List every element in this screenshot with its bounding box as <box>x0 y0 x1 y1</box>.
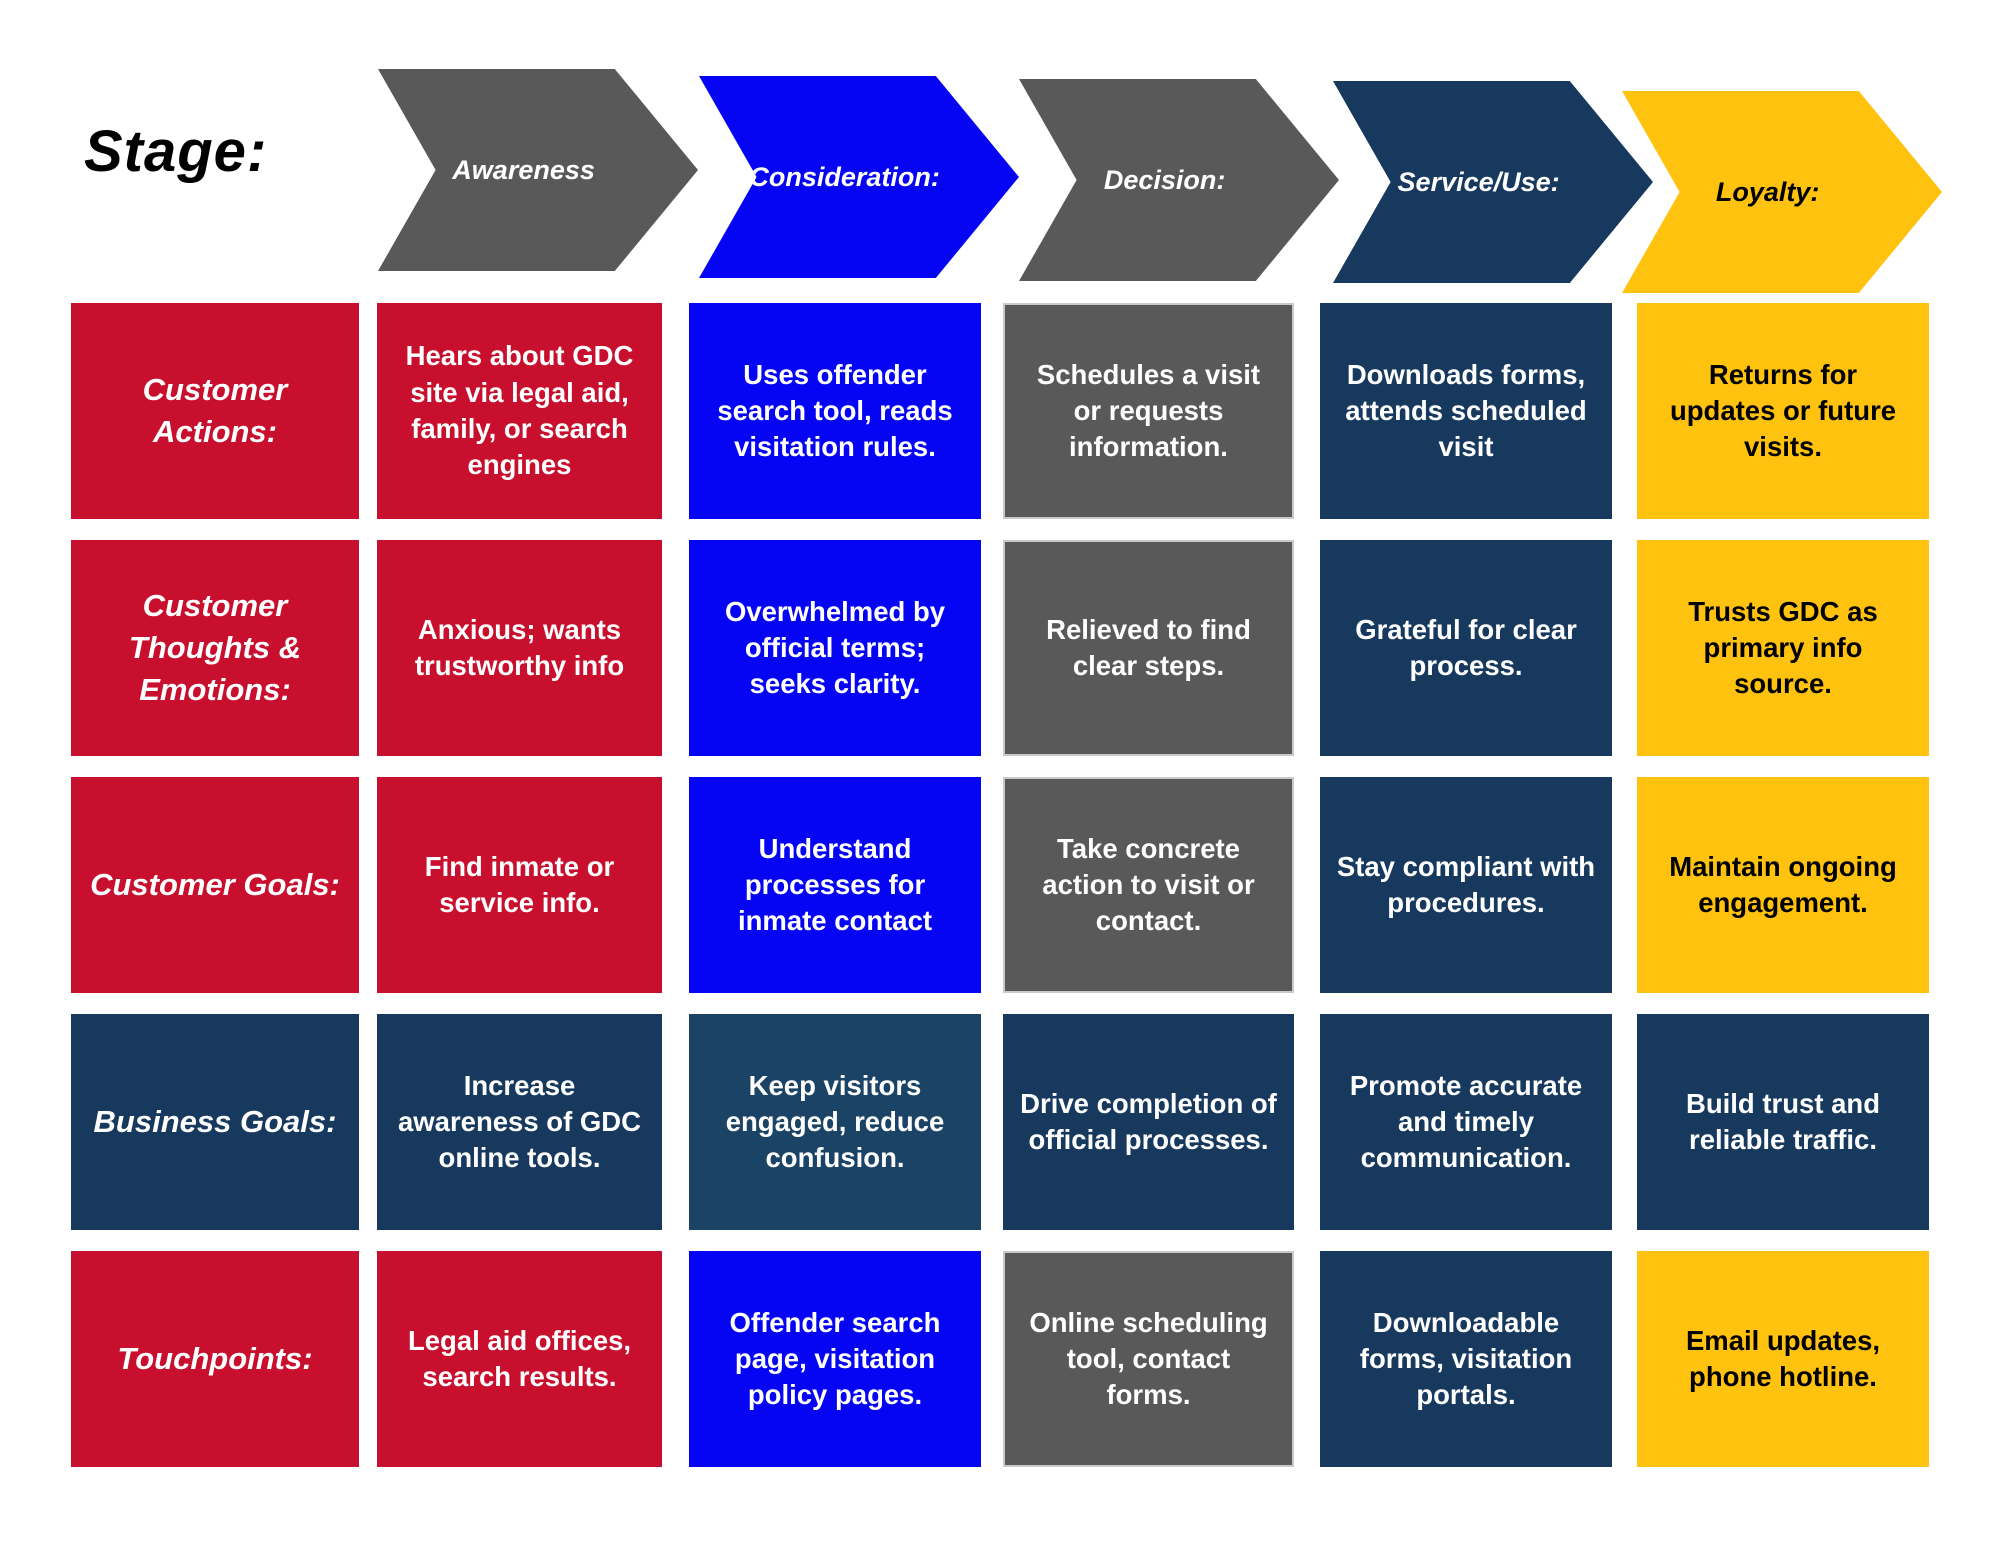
stage-arrow-service-use: Service/Use: <box>1333 81 1653 283</box>
cell-business-goals-awareness: Increase awareness of GDC online tools. <box>377 1014 662 1230</box>
stage-heading: Stage: <box>84 119 268 184</box>
cell-text: Downloads forms, attends scheduled visit <box>1345 358 1587 463</box>
stage-arrow-label: Decision: <box>1103 164 1226 195</box>
cell-text: Maintain ongoing engagement. <box>1669 850 1897 918</box>
cell-customer-goals-awareness: Find inmate or service info. <box>377 777 662 993</box>
cell-business-goals-consideration: Keep visitors engaged, reduce confusion. <box>689 1014 981 1230</box>
cell-text: Uses offender search tool, reads visitat… <box>717 358 953 463</box>
cell-text: Anxious; wants trustworthy info <box>414 613 625 681</box>
cell-text: Email updates, phone hotline. <box>1685 1324 1881 1392</box>
cell-text: Build trust and reliable traffic. <box>1685 1087 1881 1155</box>
cell-customer-thoughts-emotions-loyalty: Trusts GDC as primary info source. <box>1637 540 1929 756</box>
cell-customer-goals-decision: Take concrete action to visit or contact… <box>1003 777 1294 993</box>
cell-text: Hears about GDC site via legal aid, fami… <box>405 340 634 481</box>
cell-touchpoints-decision: Online scheduling tool, contact forms. <box>1003 1251 1294 1467</box>
cell-text: Keep visitors engaged, reduce confusion. <box>725 1069 945 1174</box>
cell-touchpoints-loyalty: Email updates, phone hotline. <box>1637 1251 1929 1467</box>
cell-text: Stay compliant with procedures. <box>1336 850 1596 918</box>
stage-arrow-label: Consideration: <box>749 161 940 192</box>
row-label-text: Customer Thoughts & Emotions: <box>128 588 302 707</box>
cell-text: Understand processes for inmate contact <box>737 832 933 937</box>
cell-text: Grateful for clear process. <box>1355 613 1577 681</box>
cell-text: Trusts GDC as primary info source. <box>1688 595 1878 700</box>
cell-customer-actions-awareness: Hears about GDC site via legal aid, fami… <box>377 303 662 519</box>
cell-text: Legal aid offices, search results. <box>407 1324 632 1392</box>
cell-text: Online scheduling tool, contact forms. <box>1029 1306 1268 1411</box>
row-label-business-goals: Business Goals: <box>71 1014 359 1230</box>
stage-arrow-label: Awareness <box>452 154 595 185</box>
stage-arrow-label: Service/Use: <box>1397 166 1560 197</box>
cell-business-goals-loyalty: Build trust and reliable traffic. <box>1637 1014 1929 1230</box>
cell-customer-thoughts-emotions-decision: Relieved to find clear steps. <box>1003 540 1294 756</box>
row-label-text: Customer Actions: <box>142 372 288 449</box>
cell-touchpoints-awareness: Legal aid offices, search results. <box>377 1251 662 1467</box>
cell-touchpoints-service-use: Downloadable forms, visitation portals. <box>1320 1251 1612 1467</box>
stage-arrow-label: Loyalty: <box>1715 176 1820 207</box>
cell-text: Increase awareness of GDC online tools. <box>397 1069 641 1174</box>
cell-customer-goals-consideration: Understand processes for inmate contact <box>689 777 981 993</box>
cell-touchpoints-consideration: Offender search page, visitation policy … <box>689 1251 981 1467</box>
cell-customer-actions-service-use: Downloads forms, attends scheduled visit <box>1320 303 1612 519</box>
cell-text: Downloadable forms, visitation portals. <box>1359 1306 1573 1411</box>
cell-text: Returns for updates or future visits. <box>1669 358 1897 463</box>
cell-customer-goals-service-use: Stay compliant with procedures. <box>1320 777 1612 993</box>
cell-text: Offender search page, visitation policy … <box>729 1306 941 1411</box>
stage-arrow-loyalty: Loyalty: <box>1622 91 1942 293</box>
cell-text: Promote accurate and timely communicatio… <box>1349 1069 1583 1174</box>
cell-text: Schedules a visit or requests informatio… <box>1036 358 1261 463</box>
stage-arrow-awareness: Awareness <box>378 69 698 271</box>
row-label-text: Touchpoints: <box>117 1341 313 1377</box>
row-label-text: Business Goals: <box>93 1104 337 1140</box>
cell-text: Overwhelmed by official terms; seeks cla… <box>724 595 946 700</box>
cell-text: Find inmate or service info. <box>424 850 615 918</box>
row-label-customer-thoughts-emotions: Customer Thoughts & Emotions: <box>71 540 359 756</box>
row-label-touchpoints: Touchpoints: <box>71 1251 359 1467</box>
cell-business-goals-decision: Drive completion of official processes. <box>1003 1014 1294 1230</box>
cell-customer-actions-decision: Schedules a visit or requests informatio… <box>1003 303 1294 519</box>
cell-customer-goals-loyalty: Maintain ongoing engagement. <box>1637 777 1929 993</box>
stage-arrow-consideration: Consideration: <box>699 76 1019 278</box>
cell-customer-thoughts-emotions-service-use: Grateful for clear process. <box>1320 540 1612 756</box>
row-label-text: Customer Goals: <box>90 867 340 903</box>
cell-customer-actions-loyalty: Returns for updates or future visits. <box>1637 303 1929 519</box>
cell-business-goals-service-use: Promote accurate and timely communicatio… <box>1320 1014 1612 1230</box>
cell-customer-actions-consideration: Uses offender search tool, reads visitat… <box>689 303 981 519</box>
stage-arrow-decision: Decision: <box>1019 79 1339 281</box>
cell-text: Relieved to find clear steps. <box>1046 613 1251 681</box>
cell-customer-thoughts-emotions-consideration: Overwhelmed by official terms; seeks cla… <box>689 540 981 756</box>
cell-customer-thoughts-emotions-awareness: Anxious; wants trustworthy info <box>377 540 662 756</box>
row-label-customer-goals: Customer Goals: <box>71 777 359 993</box>
cell-text: Drive completion of official processes. <box>1020 1087 1277 1155</box>
row-label-customer-actions: Customer Actions: <box>71 303 359 519</box>
cell-text: Take concrete action to visit or contact… <box>1042 832 1255 937</box>
